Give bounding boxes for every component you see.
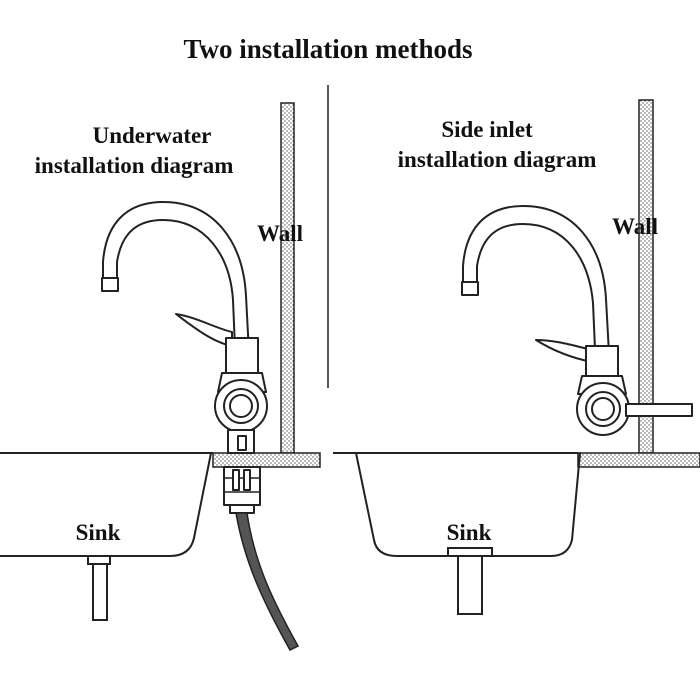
left-wall-label: Wall [257, 221, 303, 246]
left-faucet-shank-slot [237, 435, 247, 451]
left-faucet-lever [175, 313, 233, 347]
right-wall [638, 99, 654, 454]
right-drain-collar [447, 547, 493, 557]
left-countertop [212, 452, 321, 468]
right-faucet-valve-inner [591, 397, 615, 421]
left-heading-line2: installation diagram [35, 153, 234, 178]
diagram-title: Two installation methods [183, 34, 472, 64]
right-faucet-spout [462, 205, 611, 373]
left-drain-collar [87, 555, 111, 565]
right-faucet-aerator [461, 281, 479, 296]
right-drain-pipe [457, 555, 483, 615]
right-panel-side-inlet: Side inlet installation diagram Wall Sin… [333, 99, 700, 615]
left-wall [280, 102, 295, 454]
left-under-fitting-nut [229, 504, 255, 514]
right-heading-line1: Side inlet [441, 117, 533, 142]
left-faucet-valve-inner [229, 394, 253, 418]
right-wall-label: Wall [612, 214, 658, 239]
left-panel-underwater: Underwater installation diagram Wall Sin… [0, 102, 321, 651]
right-side-inlet-pipe [625, 403, 693, 417]
right-sink-label: Sink [447, 520, 492, 545]
right-faucet-lever [535, 339, 593, 363]
right-faucet-body [585, 345, 619, 377]
left-under-fitting [223, 466, 261, 506]
left-faucet-aerator [101, 277, 119, 292]
left-sink-label: Sink [76, 520, 121, 545]
right-countertop [577, 452, 700, 468]
left-heading-line1: Underwater [93, 123, 212, 148]
right-heading-line2: installation diagram [398, 147, 597, 172]
left-sink-basin [0, 452, 212, 557]
right-faucet [461, 205, 693, 436]
left-supply-hose [235, 512, 300, 651]
left-drain-pipe [92, 563, 108, 621]
left-faucet-body [225, 337, 259, 374]
left-faucet [101, 201, 268, 514]
